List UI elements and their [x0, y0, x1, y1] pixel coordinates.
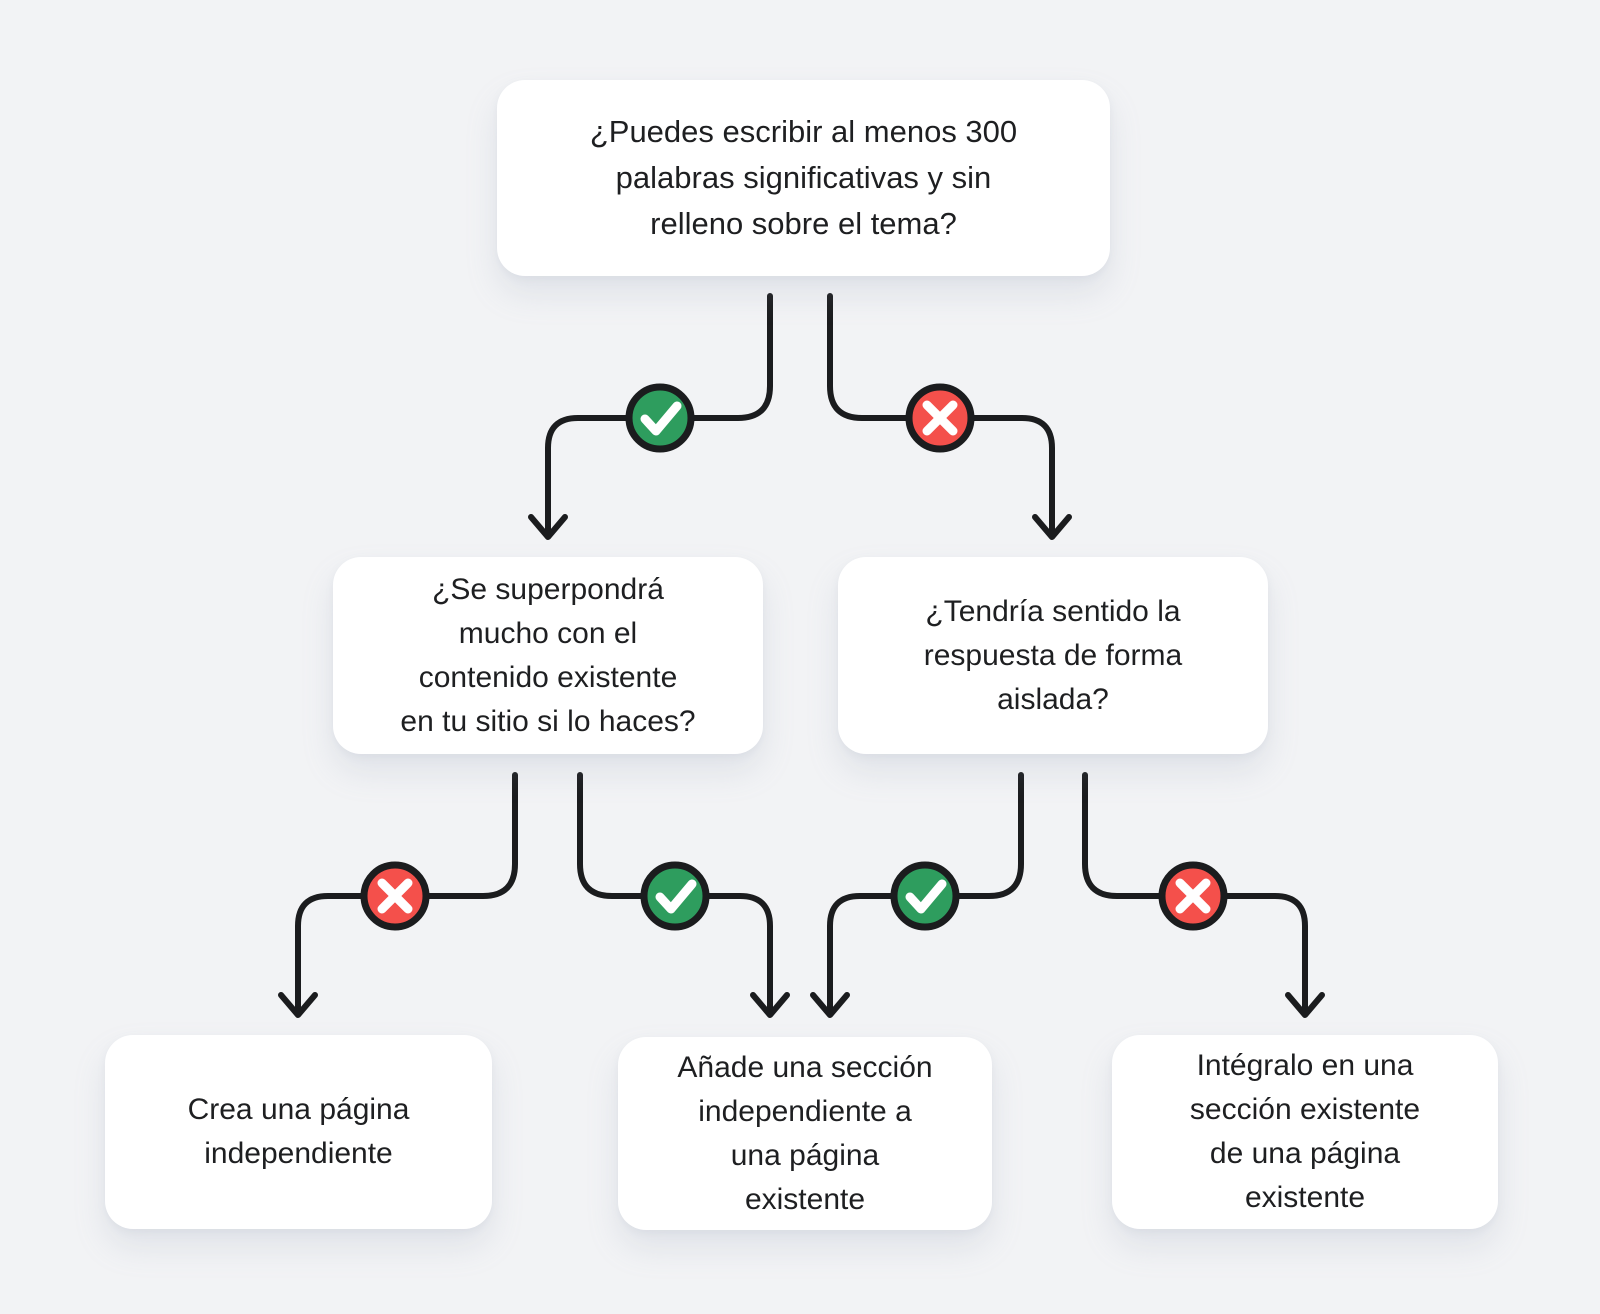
- arrowhead-icon: [810, 992, 850, 1018]
- create-page-outcome-card: Crea una página independiente: [105, 1035, 492, 1229]
- arrowhead-icon: [750, 992, 790, 1018]
- check-circle-icon: [625, 383, 695, 453]
- check-circle-icon: [890, 861, 960, 931]
- arrowhead-icon: [528, 514, 568, 540]
- add-section-outcome-card: Añade una sección independiente a una pá…: [618, 1037, 992, 1230]
- standalone-question-text: ¿Tendría sentido la respuesta de forma a…: [923, 594, 1183, 716]
- create-page-outcome-text: Crea una página independiente: [187, 1093, 410, 1170]
- arrowhead-icon: [1032, 514, 1072, 540]
- integrate-outcome-text: Intégralo en una sección existente de un…: [1189, 1049, 1421, 1214]
- arrowhead-icon: [278, 992, 318, 1018]
- integrate-outcome-card: Intégralo en una sección existente de un…: [1112, 1035, 1498, 1229]
- root-question-text: ¿Puedes escribir al menos 300 palabras s…: [589, 114, 1018, 241]
- overlap-question-text: ¿Se superpondrá mucho con el contenido e…: [400, 572, 696, 738]
- cross-circle-icon: [360, 861, 430, 931]
- add-section-outcome-text: Añade una sección independiente a una pá…: [677, 1050, 933, 1216]
- root-question-card: ¿Puedes escribir al menos 300 palabras s…: [497, 80, 1110, 276]
- check-circle-icon: [640, 861, 710, 931]
- cross-circle-icon: [905, 383, 975, 453]
- standalone-question-card: ¿Tendría sentido la respuesta de forma a…: [838, 557, 1268, 754]
- overlap-question-card: ¿Se superpondrá mucho con el contenido e…: [333, 557, 763, 754]
- cross-circle-icon: [1158, 861, 1228, 931]
- arrowhead-icon: [1285, 992, 1325, 1018]
